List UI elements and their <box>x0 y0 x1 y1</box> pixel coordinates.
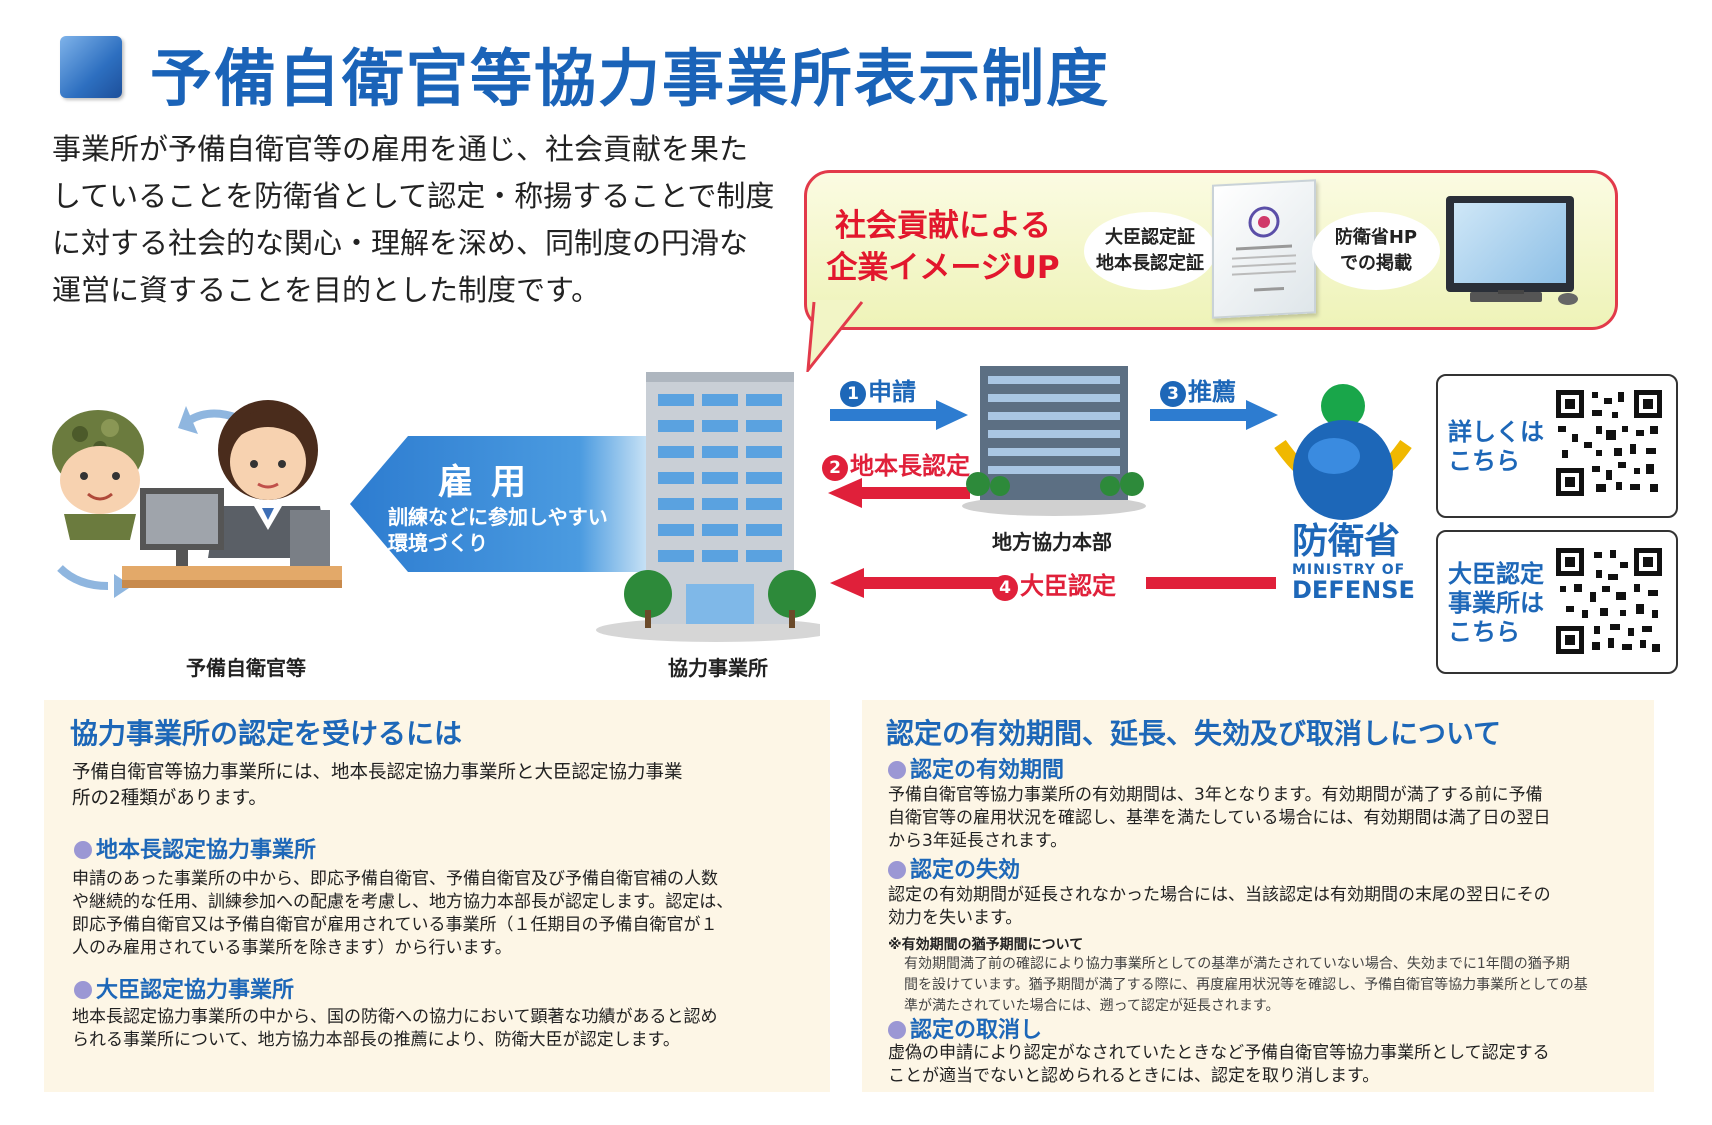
pco-building-icon <box>962 366 1146 516</box>
hire-arrow <box>350 436 656 572</box>
qr-details-label: 詳しくは こちら <box>1448 418 1544 475</box>
pco-certify-arrow-icon <box>828 478 970 508</box>
right-panel-title: 認定の有効期間、延長、失効及び取消しについて <box>886 717 1502 750</box>
expiry-title: 認定の失効 <box>888 852 1020 884</box>
qr-code-icon[interactable] <box>1556 390 1662 496</box>
certificate-oval: 大臣認定証 地本長認定証 <box>1084 212 1216 290</box>
monitor-screen <box>1454 203 1566 283</box>
recommend-arrow-icon <box>1150 400 1278 430</box>
ministry-of-defense-logo-icon <box>1274 384 1412 520</box>
validity-text: 予備自衛官等協力事業所の有効期間は、3年となります。有効期間が満了する前に予備 … <box>888 785 1551 851</box>
mod-en-1: MINISTRY OF <box>1292 562 1406 578</box>
pco-label: 地方協力本部 <box>992 530 1112 554</box>
bullet-icon <box>74 981 92 999</box>
intro-text: 事業所が予備自衛官等の雇用を通じ、社会貢献を果た していることを防衛省として認定… <box>52 132 775 307</box>
qr-code-icon[interactable] <box>1556 548 1662 654</box>
mod-name: 防衛省 <box>1292 521 1401 562</box>
keyboard-icon <box>1470 290 1578 305</box>
page-title: 予備自衛官等協力事業所表示制度 <box>150 42 1111 115</box>
bullet-icon <box>888 1021 906 1039</box>
expiry-text: 認定の有効期間が延長されなかった場合には、当該認定は有効期間の末尾の翌日にその … <box>888 885 1551 928</box>
bubble-tail <box>806 300 864 372</box>
left-panel <box>44 700 830 1092</box>
reservist-scene <box>52 400 342 598</box>
minister-certified-text: 地本長認定協力事業所の中から、国の防衛への協力において顕著な功績があると認め ら… <box>72 1007 718 1050</box>
qr-minister-label: 大臣認定 事業所は こちら <box>1448 560 1544 646</box>
revocation-text: 虚偽の申請により認定がなされていたときなど予備自衛官等協力事業所として認定する … <box>888 1043 1550 1086</box>
left-panel-title: 協力事業所の認定を受けるには <box>70 717 463 750</box>
bubble-headline: 社会貢献による 企業イメージUP <box>826 208 1060 286</box>
right-panel <box>862 700 1654 1092</box>
pco-certified-text: 申請のあった事業所の中から、即応予備自衛官、予備自衛官及び予備自衛官補の人数 や… <box>72 869 734 958</box>
hp-oval: 防衛省HP での掲載 <box>1312 212 1440 290</box>
certificate-image <box>1212 179 1316 319</box>
bullet-icon <box>888 761 906 779</box>
reservist-label: 予備自衛官等 <box>186 656 306 680</box>
bullet-icon <box>74 841 92 859</box>
hire-title: 雇用 <box>438 463 545 503</box>
title-square-icon <box>60 36 122 98</box>
mod-en-2: DEFENSE <box>1292 576 1415 604</box>
revocation-title: 認定の取消し <box>888 1012 1042 1044</box>
company-label: 協力事業所 <box>668 656 768 680</box>
company-building-icon <box>596 372 820 642</box>
validity-title: 認定の有効期間 <box>888 752 1064 784</box>
bullet-icon <box>888 861 906 879</box>
hire-subtitle: 訓練などに参加しやすい 環境づくり <box>388 505 608 555</box>
cycle-arrow-icon <box>178 406 198 434</box>
grace-note-title: ※有効期間の猶予期間について <box>888 937 1084 953</box>
pco-certified-title: 地本長認定協力事業所 <box>74 832 316 864</box>
apply-arrow-icon <box>830 400 968 430</box>
left-panel-intro: 予備自衛官等協力事業所には、地本長認定協力事業所と大臣認定協力事業 所の2種類が… <box>72 762 683 809</box>
grace-note-text: 有効期間満了前の確認により協力事業所としての基準が満たされていない場合、失効まで… <box>904 956 1588 1014</box>
minister-certify-arrow-icon <box>830 568 1276 598</box>
minister-certified-title: 大臣認定協力事業所 <box>74 972 294 1004</box>
certificate-emblem-icon <box>1232 206 1296 292</box>
